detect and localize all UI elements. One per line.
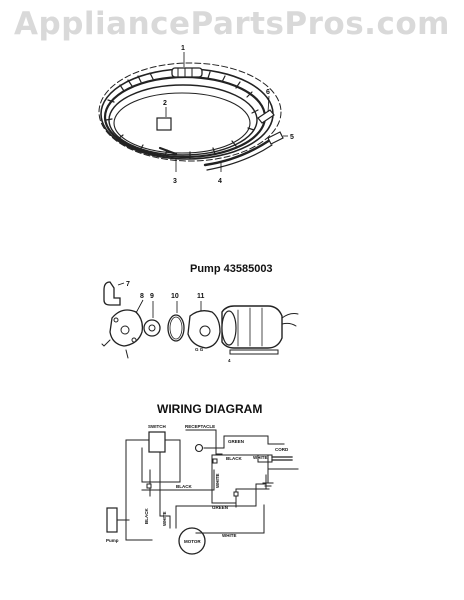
callout-1: 1 [181, 45, 185, 52]
pump-callouts [117, 282, 202, 318]
label-black-mid: BLACK [176, 484, 192, 489]
pump-exploded-view [101, 281, 299, 359]
callout-10: 10 [171, 293, 179, 300]
pump-mark-gg: G G [195, 347, 204, 352]
label-white-bottom: WHITE [222, 533, 237, 538]
watermark-text: AppliancePartsPros.com [14, 6, 450, 42]
callout-8: 8 [140, 293, 144, 300]
callout-9: 9 [150, 293, 154, 300]
label-green-bottom: GREEN [212, 505, 228, 510]
label-white-left: WHITE [162, 512, 167, 527]
hose-callouts [165, 52, 288, 172]
ground-symbol [262, 468, 274, 490]
callout-11: 11 [197, 293, 205, 300]
pump-mark-4: 4 [228, 358, 231, 363]
label-white-mid: WHITE [215, 474, 220, 489]
hose-assembly [98, 62, 284, 171]
receptacle [194, 443, 204, 453]
pump-block [106, 507, 118, 533]
label-green-top: GREEN [228, 439, 244, 444]
switch-box [148, 431, 166, 453]
label-receptacle: RECEPTACLE [185, 424, 215, 429]
label-pump: Pump [106, 538, 119, 543]
callout-2: 2 [163, 100, 167, 107]
callout-5: 5 [290, 134, 294, 141]
label-switch: SWITCH [148, 424, 166, 429]
cord-plug [257, 454, 273, 463]
label-white-right: WHITE [253, 455, 268, 460]
label-cord: CORD [275, 447, 289, 452]
label-black-left: BLACK [144, 508, 149, 524]
wiring-diagram [106, 429, 299, 555]
motor-symbol [178, 527, 206, 555]
callout-6: 6 [266, 89, 270, 96]
callout-7: 7 [126, 281, 130, 288]
wiring-diagram-title: WIRING DIAGRAM [157, 402, 263, 416]
callout-3: 3 [173, 178, 177, 185]
callout-4: 4 [218, 178, 222, 185]
pump-title: Pump 43585003 [190, 263, 273, 275]
label-motor: MOTOR [184, 539, 201, 544]
label-black-right: BLACK [226, 456, 242, 461]
